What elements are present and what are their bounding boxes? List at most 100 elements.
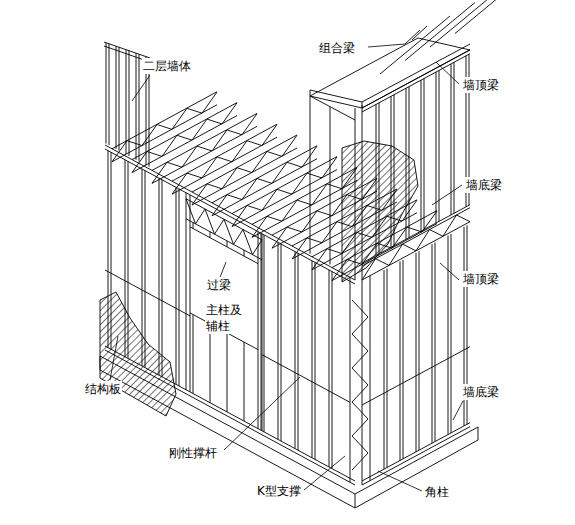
leader-line <box>110 336 118 380</box>
roof-joist <box>405 3 475 61</box>
top-beam <box>310 38 470 108</box>
floor-joist <box>112 92 217 149</box>
roof-joist <box>455 0 525 34</box>
floor-joist <box>152 113 257 170</box>
upper-stud <box>421 80 422 231</box>
stud <box>384 270 385 469</box>
structural-board <box>100 292 176 416</box>
stud <box>159 178 160 375</box>
stud <box>329 270 330 467</box>
jamb-stud <box>262 234 263 431</box>
leader-line <box>132 75 150 101</box>
k-brace <box>352 300 368 470</box>
leader-line <box>378 471 422 491</box>
upper-stud <box>139 54 140 161</box>
floor-joist <box>172 124 277 181</box>
stud <box>264 235 265 432</box>
upper-wall-top <box>310 96 355 120</box>
upper-stud <box>439 70 440 221</box>
stud <box>295 252 296 449</box>
part-label: 墙顶梁 <box>462 77 500 93</box>
stud <box>145 171 146 368</box>
part-label: 刚性撑杆 <box>168 445 218 461</box>
combined-beam <box>362 44 470 102</box>
upper-wall-top <box>104 42 150 58</box>
part-label: 组合梁 <box>318 40 356 56</box>
stud <box>416 253 417 452</box>
structural-board <box>342 141 418 282</box>
stud <box>179 189 180 386</box>
corner-column <box>370 276 371 481</box>
jamb-stud <box>190 195 191 392</box>
part-label: 结构板 <box>84 381 122 397</box>
leader-line <box>224 377 300 450</box>
upper-stud <box>119 47 120 150</box>
upper-stud <box>355 108 356 280</box>
stud <box>261 233 262 430</box>
stud <box>298 253 299 450</box>
upper-stud <box>106 43 107 144</box>
leader-line <box>440 263 459 280</box>
upper-stud <box>330 107 331 265</box>
cripple-stud <box>210 324 211 403</box>
header <box>186 219 262 260</box>
cripple-stud <box>193 315 194 394</box>
stud <box>400 261 401 460</box>
cripple-stud <box>244 342 245 421</box>
combined-beam <box>412 26 427 40</box>
leader-line <box>368 44 405 47</box>
stud <box>315 262 316 459</box>
part-label: 墙底梁 <box>462 384 500 400</box>
window-head <box>190 227 258 264</box>
part-label: K型支撑 <box>256 483 302 499</box>
rigid-strut <box>262 355 350 403</box>
header-web <box>186 199 262 255</box>
stud <box>403 260 404 459</box>
stud <box>419 251 420 450</box>
part-label: 墙底梁 <box>465 177 503 193</box>
leader-line <box>436 62 459 84</box>
stud <box>312 261 313 458</box>
stud <box>162 180 163 377</box>
cripple-stud <box>210 232 211 238</box>
combined-beam <box>310 90 311 96</box>
part-label: 墙顶梁 <box>462 271 500 287</box>
cripple-stud <box>193 223 194 229</box>
upper-stud <box>310 96 311 254</box>
floor-joist <box>192 135 297 192</box>
floor-joist <box>252 167 357 224</box>
upper-stud <box>424 79 425 230</box>
leader-line <box>304 456 345 490</box>
floor-joist <box>132 103 237 160</box>
stud <box>448 236 449 435</box>
upper-stud <box>116 46 117 149</box>
stud <box>432 244 433 443</box>
roof-joist <box>430 0 500 47</box>
top-track <box>105 145 355 280</box>
stud <box>387 269 388 468</box>
leader-line <box>453 401 463 420</box>
stud <box>176 187 177 384</box>
combined-beam <box>310 90 362 102</box>
floor-joist <box>212 146 317 203</box>
upper-stud <box>109 44 110 145</box>
stud <box>435 243 436 442</box>
stud <box>281 244 282 441</box>
upper-stud <box>136 53 137 160</box>
upper-stud <box>129 51 130 156</box>
jamb-stud <box>258 232 259 429</box>
part-label: 二层墙体 <box>142 58 192 74</box>
upper-stud <box>126 50 127 155</box>
jamb-stud <box>186 193 187 390</box>
part-label: 主柱及 辅柱 <box>205 302 247 334</box>
cripple-stud <box>227 333 228 412</box>
cripple-stud <box>244 250 245 256</box>
slab-edge <box>355 494 356 508</box>
stud <box>332 272 333 469</box>
part-label: 过梁 <box>206 277 232 293</box>
part-label: 角柱 <box>424 484 450 500</box>
cripple-stud <box>227 241 228 247</box>
combined-beam <box>405 30 420 44</box>
floor-joist <box>232 157 337 214</box>
